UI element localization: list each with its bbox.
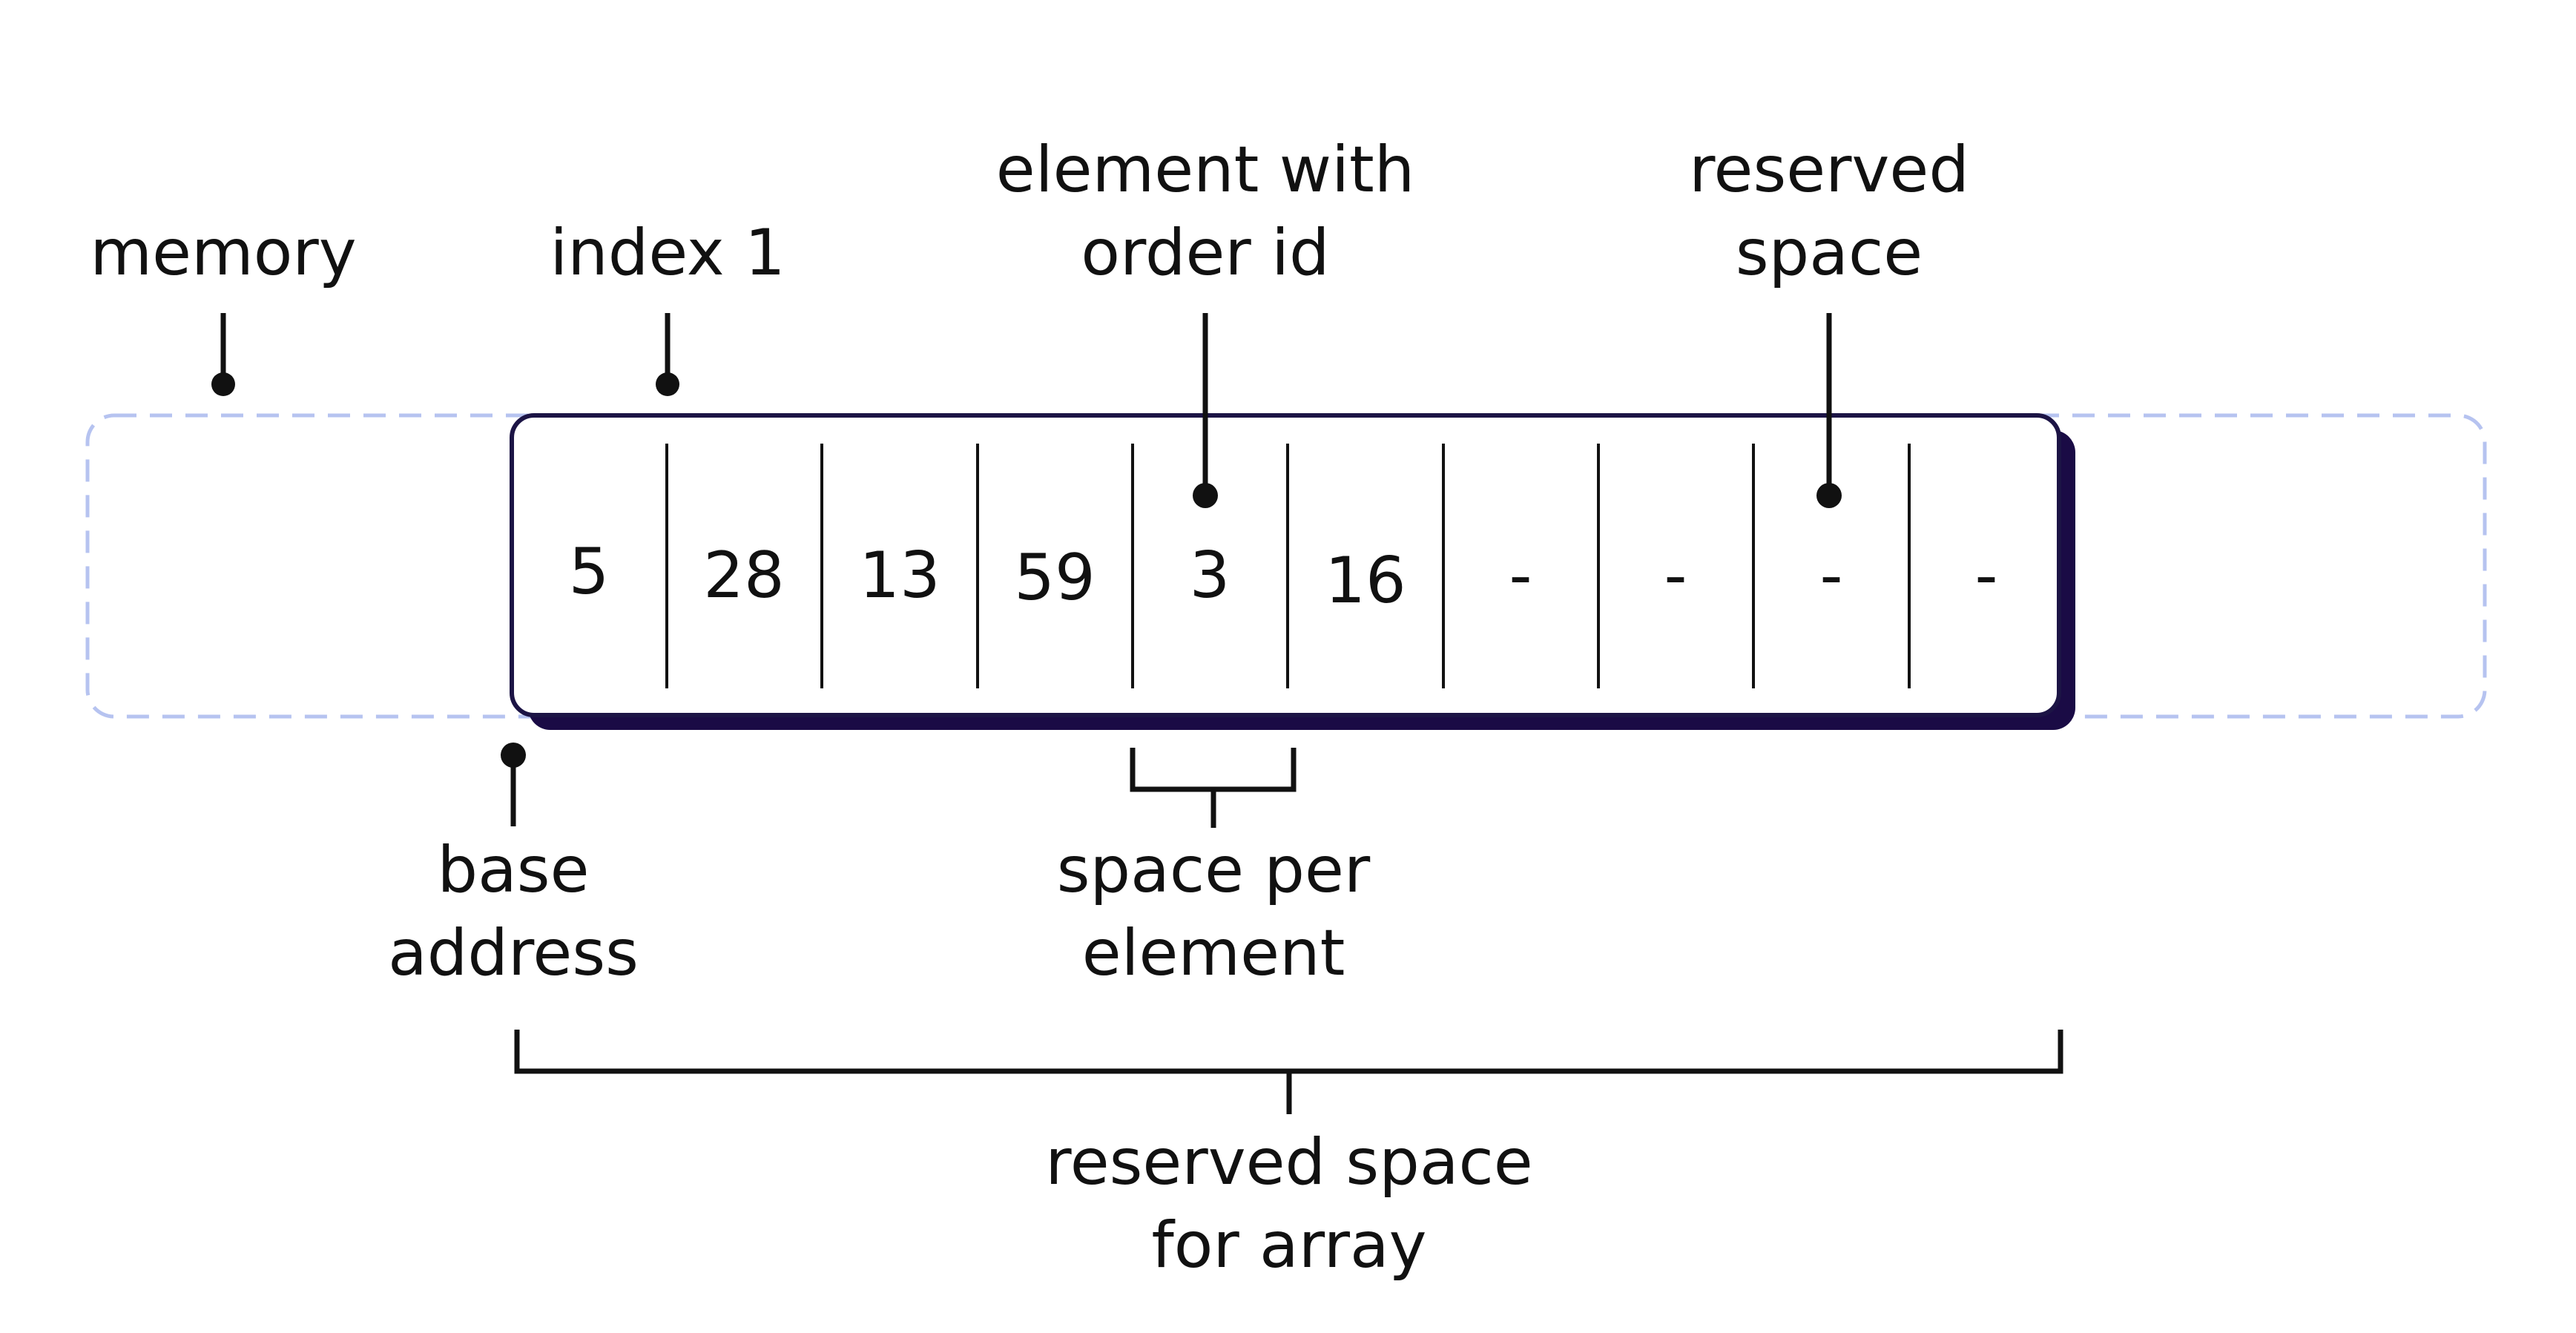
element-pointer: [1193, 313, 1218, 508]
label-array-line2: for array: [1151, 1208, 1426, 1283]
reserved-array-bracket: [514, 1030, 2063, 1114]
array-cell-6: -: [1509, 539, 1532, 613]
array-box: [510, 413, 2061, 717]
reserved-pointer: [1816, 313, 1842, 508]
array-cell-2: 13: [859, 539, 940, 613]
label-array-line1: reserved space: [1045, 1125, 1532, 1199]
array-cell-7: -: [1664, 539, 1687, 613]
array-cells: 5 28 13 59 3 16 - - - -: [569, 535, 1998, 618]
label-element-line1: element with: [996, 133, 1414, 207]
label-base-line1: base: [437, 833, 589, 907]
label-element-line2: order id: [1081, 216, 1329, 290]
array-cell-1: 28: [703, 539, 784, 613]
label-per-line1: space per: [1057, 833, 1371, 907]
array-cell-3: 59: [1014, 541, 1095, 615]
memory-pointer: [211, 313, 235, 396]
cell-dividers: [665, 444, 1911, 688]
space-per-element-bracket: [1130, 748, 1297, 828]
base-pointer: [501, 743, 526, 826]
array-cell-9: -: [1974, 539, 1997, 613]
index-pointer: [656, 313, 679, 396]
label-memory: memory: [90, 216, 356, 290]
label-per-line2: element: [1082, 916, 1345, 990]
array-cell-8: -: [1819, 539, 1842, 613]
array-cell-4: 3: [1190, 539, 1231, 613]
label-reserved-line2: space: [1736, 216, 1923, 290]
label-reserved-line1: reserved: [1689, 133, 1969, 207]
array-cell-0: 5: [569, 535, 610, 609]
label-index: index 1: [550, 216, 785, 290]
label-base-line2: address: [388, 916, 639, 990]
array-cell-5: 16: [1325, 544, 1406, 618]
